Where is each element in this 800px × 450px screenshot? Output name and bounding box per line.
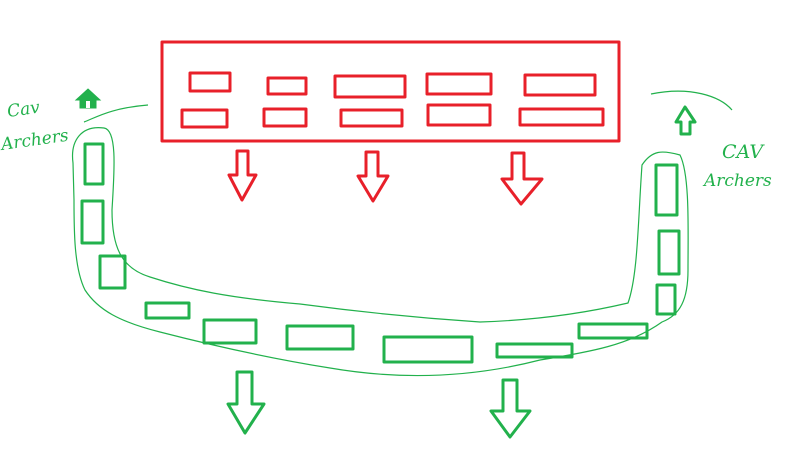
enemy-unit xyxy=(180,108,229,129)
up-arrow-icon xyxy=(674,105,697,136)
friendly-unit xyxy=(655,283,677,316)
friendly-unit xyxy=(144,301,191,320)
enemy-formation xyxy=(160,40,621,206)
enemy-unit xyxy=(333,74,407,99)
flank-line-right xyxy=(650,90,733,111)
friendly-formation xyxy=(71,90,733,439)
down-arrow-icon xyxy=(356,150,390,203)
enemy-unit xyxy=(339,108,404,128)
left-flank-label-line2: Archers xyxy=(0,126,70,156)
enemy-unit xyxy=(262,107,308,128)
friendly-unit xyxy=(654,163,679,217)
house-icon xyxy=(74,88,102,109)
down-arrow-icon xyxy=(500,151,544,206)
right-flank-label-line2: Archers xyxy=(702,171,772,191)
enemy-frame xyxy=(160,40,621,143)
friendly-unit xyxy=(98,254,127,290)
down-arrow-icon xyxy=(489,378,532,439)
left-flank-label-line1: Cav xyxy=(6,98,42,122)
down-arrow-icon xyxy=(227,149,258,202)
friendly-unit xyxy=(285,324,355,351)
down-arrow-icon xyxy=(226,370,266,435)
friendly-unit xyxy=(202,318,258,345)
friendly-unit xyxy=(577,322,649,340)
formation-outline xyxy=(71,127,689,377)
friendly-unit xyxy=(83,142,105,186)
enemy-unit xyxy=(426,103,492,127)
friendly-unit xyxy=(657,229,681,276)
friendly-unit xyxy=(80,199,105,245)
enemy-unit xyxy=(266,76,308,96)
enemy-unit xyxy=(523,73,597,97)
enemy-unit xyxy=(518,107,605,127)
enemy-unit xyxy=(188,71,232,93)
right-flank-label-line1: CAV xyxy=(722,141,765,163)
enemy-unit xyxy=(425,72,493,96)
flank-line-left xyxy=(83,104,149,123)
friendly-unit xyxy=(495,342,574,359)
friendly-unit xyxy=(382,335,474,364)
